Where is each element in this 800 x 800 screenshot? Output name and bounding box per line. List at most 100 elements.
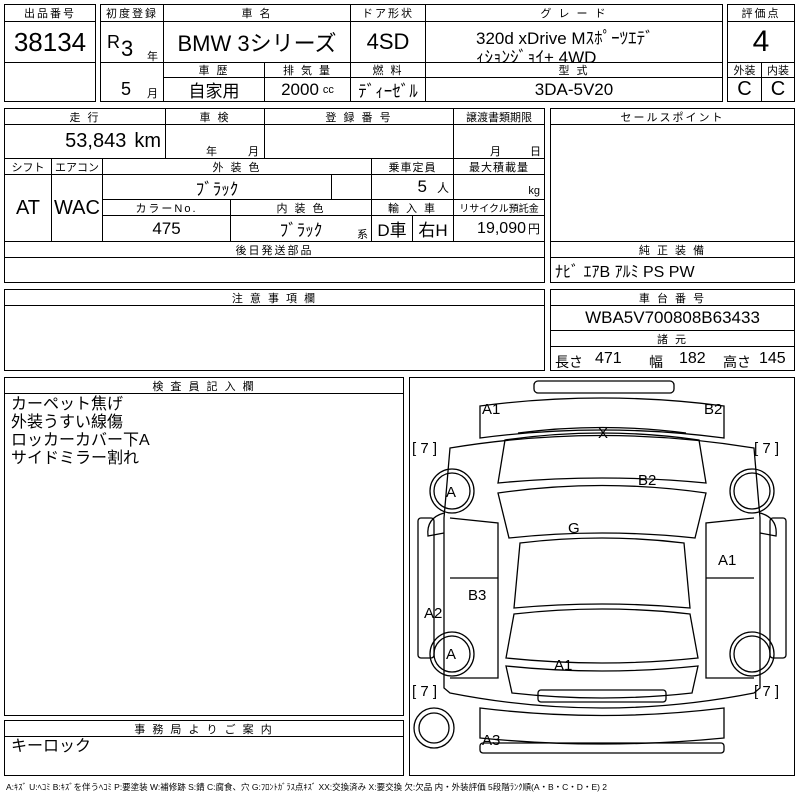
specs-label: 諸 元 xyxy=(550,330,795,347)
recycle-unit: 円 xyxy=(527,222,540,236)
ext-color: ﾌﾞﾗｯｸ xyxy=(102,174,332,200)
era: R xyxy=(107,32,120,52)
width-label: 幅 xyxy=(649,354,663,370)
tire-mark-front-left: [ 7 ] xyxy=(412,440,437,457)
equipment: ﾅﾋﾞ ｴｱB ｱﾙﾐ PS PW xyxy=(550,257,795,283)
capacity-unit: 人 xyxy=(436,180,449,195)
inspection-box: 年 月 xyxy=(165,124,265,159)
lot-no-label: 出品番号 xyxy=(4,4,96,22)
mark-b2-front: B2 xyxy=(704,401,722,418)
lot-no-empty xyxy=(4,62,96,102)
import-label: 輸 入 車 xyxy=(371,199,454,216)
shift-label: シフト xyxy=(4,158,52,175)
later-parts-label: 後日発送部品 xyxy=(4,241,545,258)
plate-label: 登 録 番 号 xyxy=(264,108,454,125)
car-name-label: 車 名 xyxy=(163,4,351,22)
max-load-label: 最大積載量 xyxy=(453,158,545,175)
ac: WAC xyxy=(51,174,103,242)
inspector-note: カーペット焦げ xyxy=(11,396,124,413)
tire-mark-front-right: [ 7 ] xyxy=(754,440,779,457)
capacity-box: 5 人 xyxy=(371,174,454,200)
first-reg-label: 初度登録 xyxy=(100,4,164,22)
car-name: BMW 3シリーズ xyxy=(163,21,351,63)
displacement-label: 排 気 量 xyxy=(264,62,351,78)
capacity: 5 xyxy=(417,177,427,196)
specs-box: 長さ 471 幅 182 高さ 145 xyxy=(550,346,795,371)
recycle-label: リサイクル預託金 xyxy=(453,199,545,216)
model-code-label: 型 式 xyxy=(425,62,723,78)
history-label: 車 歴 xyxy=(163,62,265,78)
office-box: キーロック xyxy=(4,736,404,776)
mark-x-glass: X xyxy=(598,425,608,442)
color-no: 475 xyxy=(102,215,231,242)
steering: 右H xyxy=(412,215,454,242)
office-note: キーロック xyxy=(11,738,92,755)
tire-mark-rear-right: [ 7 ] xyxy=(754,683,779,700)
max-load-unit: kg xyxy=(528,185,540,197)
chassis-label: 車 台 番 号 xyxy=(550,289,795,306)
mark-a-rear-left: A xyxy=(446,646,456,663)
mileage-label: 走 行 xyxy=(4,108,166,125)
int-color-label: 内 装 色 xyxy=(230,199,372,216)
max-load-box: kg xyxy=(453,174,545,200)
door: 4SD xyxy=(350,21,426,63)
insp-year-unit: 年 xyxy=(206,146,217,158)
inspector-box: カーペット焦げ 外装うすい線傷 ロッカーカバー下A サイドミラー割れ xyxy=(4,393,404,716)
exterior-grade: C xyxy=(727,77,762,102)
shift: AT xyxy=(4,174,52,242)
int-color: ﾌﾞﾗｯｸ xyxy=(279,221,323,240)
height: 145 xyxy=(759,350,786,367)
score-label: 評価点 xyxy=(727,4,795,22)
tire-mark-rear-left: [ 7 ] xyxy=(412,683,437,700)
first-reg-year-box: R 3 年 xyxy=(100,21,164,63)
ext-color-label: 外 装 色 xyxy=(102,158,372,175)
mark-a1-rear: A1 xyxy=(554,657,572,674)
displacement: 2000 xyxy=(281,79,319,99)
insp-month-unit: 月 xyxy=(248,146,259,158)
chassis-no: WBA5V700808B63433 xyxy=(550,305,795,331)
inspector-note: サイドミラー割れ xyxy=(11,450,140,467)
docs-label: 譲渡書類期限 xyxy=(453,108,545,125)
int-color-box: ﾌﾞﾗｯｸ 系 xyxy=(230,215,372,242)
recycle-box: 19,090 円 xyxy=(453,215,545,242)
first-reg-month-box: 5 月 xyxy=(100,62,164,102)
exterior-grade-label: 外装 xyxy=(727,62,762,78)
interior-grade: C xyxy=(761,77,795,102)
caution-box xyxy=(4,305,545,371)
length-label: 長さ xyxy=(555,354,583,370)
equipment-label: 純 正 装 備 xyxy=(550,241,795,258)
fuel-label: 燃 料 xyxy=(350,62,426,78)
color-no-label: カラーNo. xyxy=(102,199,231,216)
docs-month-unit: 月 xyxy=(490,146,501,158)
interior-grade-label: 内装 xyxy=(761,62,795,78)
grade-line1: 320d xDrive Mｽﾎﾟｰﾂｴﾃﾞ xyxy=(476,29,654,48)
mark-b2-hood: B2 xyxy=(638,472,656,489)
office-label: 事 務 局 よ り ご 案 内 xyxy=(4,720,404,737)
fuel: ﾃﾞｨｰｾﾞﾙ xyxy=(350,77,426,102)
width: 182 xyxy=(679,350,706,367)
inspector-note: ロッカーカバー下A xyxy=(11,432,150,449)
lot-no: 38134 xyxy=(4,21,96,63)
mark-a2-left: A2 xyxy=(424,605,442,622)
mileage-unit: km xyxy=(134,130,161,152)
door-label: ドア形状 xyxy=(350,4,426,22)
docs-day-unit: 日 xyxy=(530,146,541,158)
grade-box: 320d xDrive Mｽﾎﾟｰﾂｴﾃﾞ ｨｼｮﾝｼﾞｮｲ+ 4WD xyxy=(425,21,723,67)
height-label: 高さ xyxy=(723,354,751,370)
inspector-note: 外装うすい線傷 xyxy=(11,414,124,431)
docs-box: 月 日 xyxy=(453,124,545,159)
inspector-label: 検 査 員 記 入 欄 xyxy=(4,377,404,394)
mark-b3-left: B3 xyxy=(468,587,486,604)
int-color-unit: 系 xyxy=(357,229,368,241)
grade-label: グ レ ー ド xyxy=(425,4,723,22)
ac-label: エアコン xyxy=(51,158,103,175)
displacement-unit: cc xyxy=(322,83,334,96)
capacity-label: 乗車定員 xyxy=(371,158,454,175)
ext-color-extra xyxy=(331,174,372,200)
selling-points-box xyxy=(550,124,795,242)
mark-a1-right: A1 xyxy=(718,552,736,569)
mark-a1-front: A1 xyxy=(482,401,500,418)
car-diagram: A1 B2 X A B2 G A1 B3 A2 A A1 A3 [ 7 ] [ … xyxy=(412,380,787,754)
later-parts-box xyxy=(4,257,545,283)
mark-a3-rear: A3 xyxy=(482,732,500,749)
